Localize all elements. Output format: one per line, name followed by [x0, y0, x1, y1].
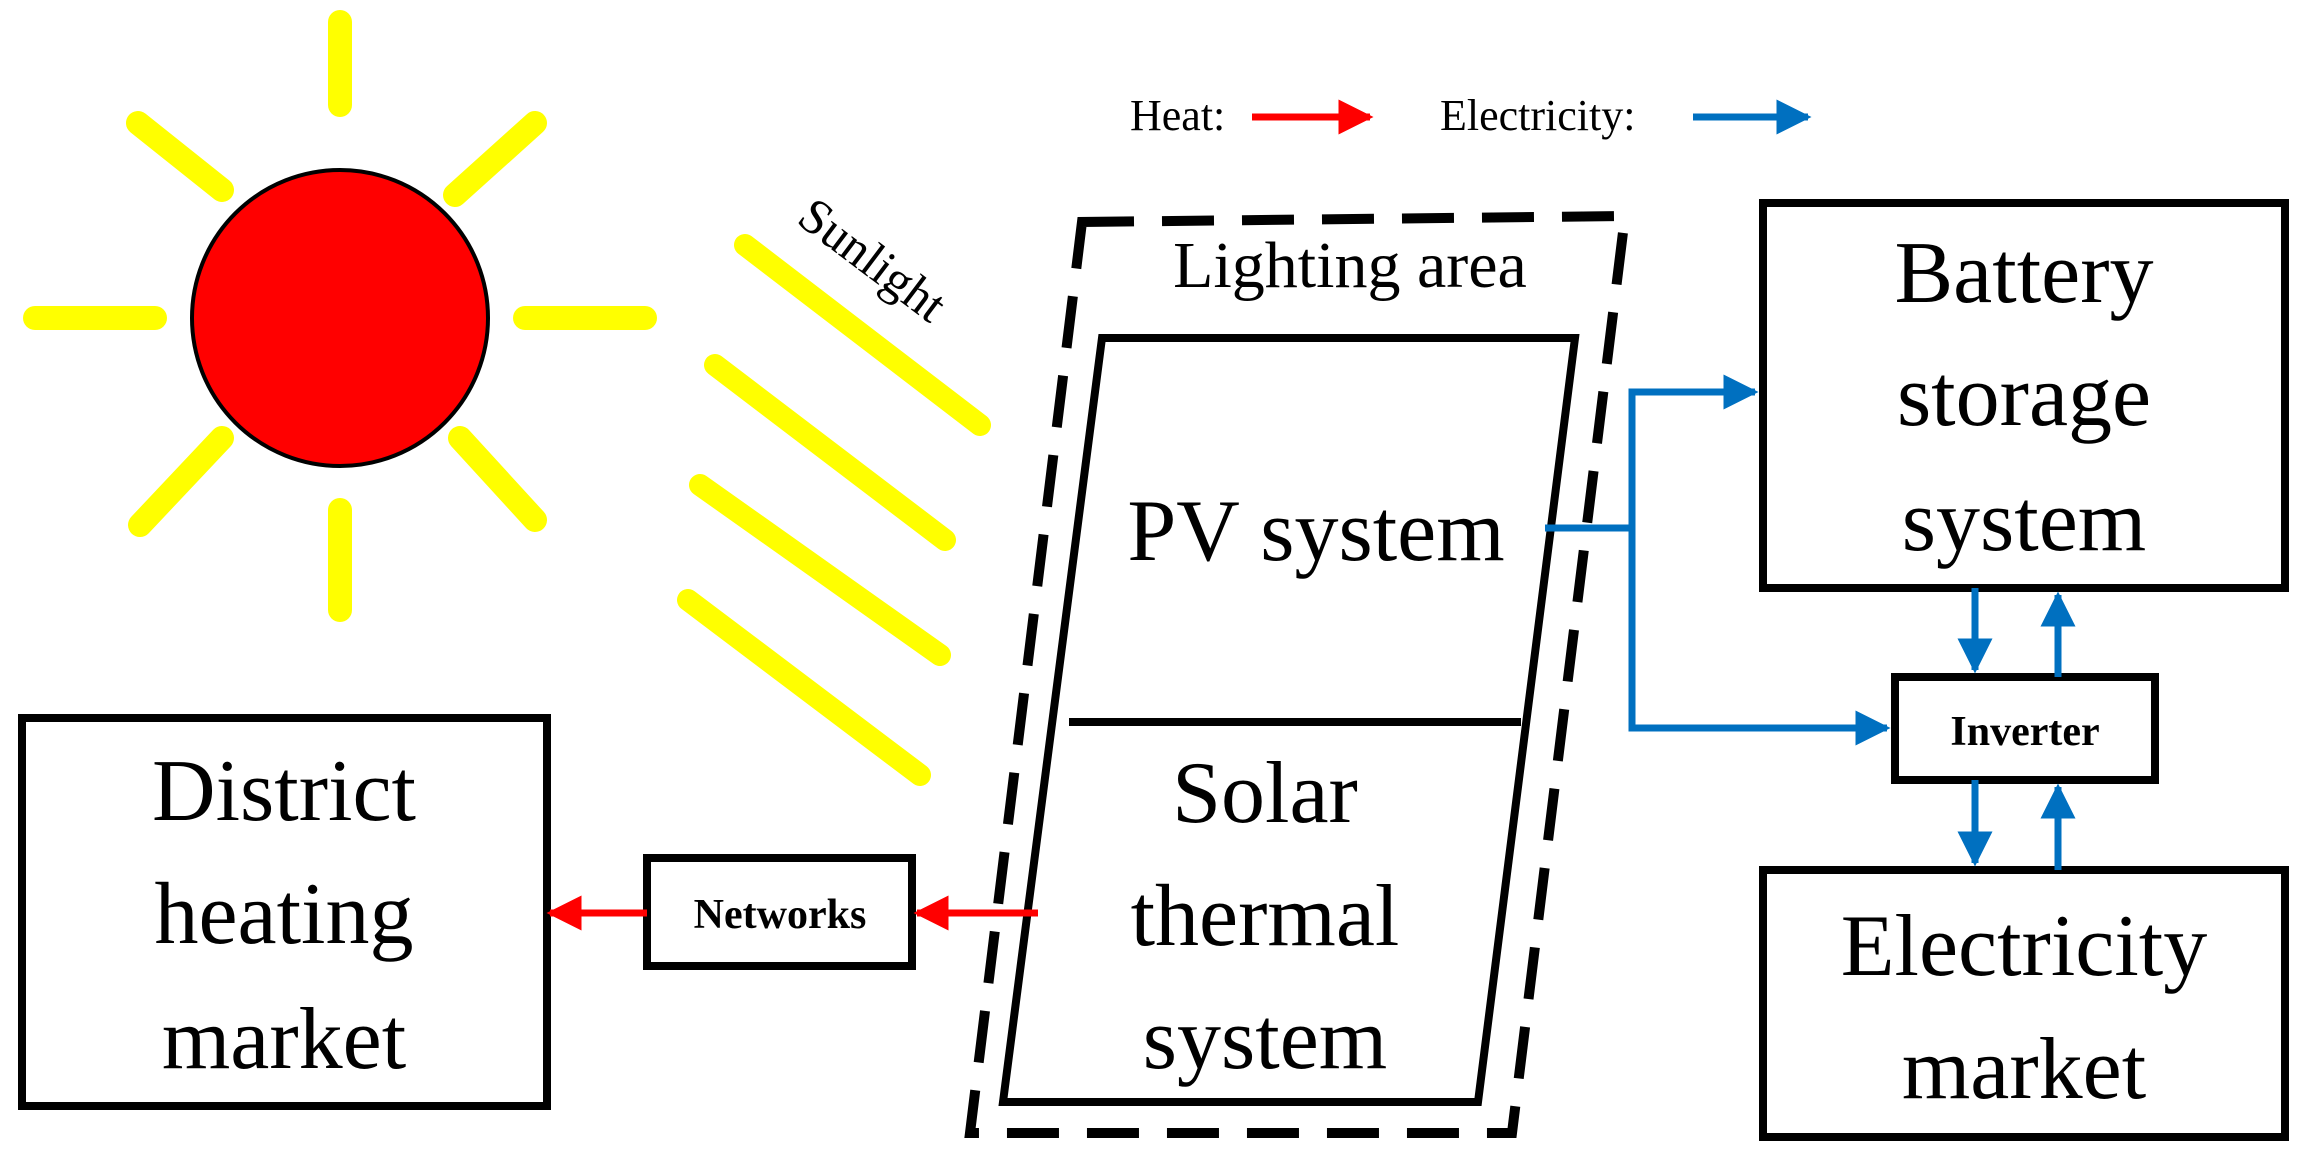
pv-system-label: PV system [1127, 483, 1504, 580]
district-heating-label-1: District [152, 743, 416, 840]
inverter-box [1891, 673, 2159, 784]
electricity-market-box [1759, 866, 2289, 1141]
solar-thermal-label-2: thermal [1131, 868, 1400, 965]
lighting-area-label: Lighting area [1173, 229, 1527, 302]
inverter-label: Inverter [1950, 709, 2099, 755]
electricity-market-label-1: Electricity [1841, 898, 2207, 995]
sun-icon [23, 10, 657, 622]
battery-label-1: Battery [1894, 225, 2153, 322]
lighting-area-boundary [964, 210, 1631, 1138]
district-heating-label-2: heating [154, 866, 413, 963]
solar-thermal-label-1: Solar [1172, 745, 1358, 842]
electricity-market-label-2: market [1902, 1021, 2146, 1118]
sun-rays [23, 10, 657, 622]
sun-body [190, 168, 490, 468]
district-heating-label-3: market [162, 991, 406, 1088]
networks-label: Networks [694, 892, 867, 938]
solar-thermal-label-3: system [1143, 991, 1387, 1088]
electricity-line-pv-to-battery [1545, 374, 1759, 532]
legend: Heat: Electricity: [1130, 91, 1812, 140]
battery-label-3: system [1902, 473, 2146, 570]
electricity-line-pv-to-inverter [1628, 528, 1891, 746]
battery-label-2: storage [1897, 348, 2151, 445]
district-heating-market-box [18, 714, 551, 1110]
sunlight-beams [677, 234, 991, 786]
legend-heat-label: Heat: [1130, 91, 1225, 140]
battery-storage-box [1759, 199, 2289, 592]
legend-electricity-label: Electricity: [1440, 91, 1635, 140]
